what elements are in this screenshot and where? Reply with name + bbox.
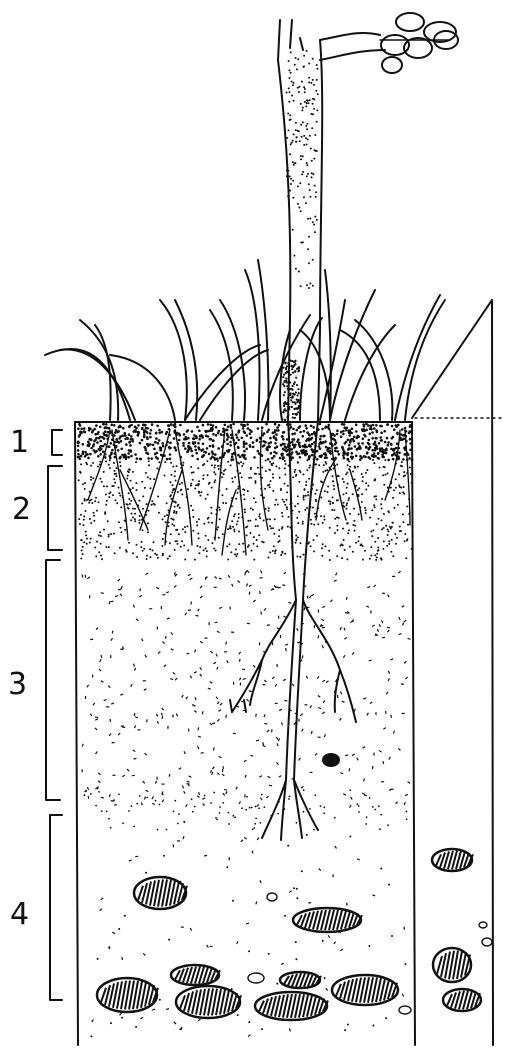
rocks: [97, 849, 481, 1020]
bracket-horizon-4: [50, 815, 62, 1000]
bracket-horizon-1: [52, 430, 62, 455]
horizon-label-4: 4: [10, 900, 29, 930]
horizon-label-3: 3: [8, 670, 27, 700]
bracket-horizon-3: [46, 560, 60, 800]
trunk-base-shading: [282, 359, 301, 421]
horizon-label-2: 2: [12, 495, 31, 525]
horizon-brackets: [46, 430, 62, 1000]
tree-leaves: [380, 13, 458, 73]
grass-blades: [45, 260, 445, 420]
soil-profile-box: [75, 300, 505, 1045]
soil-stipple: [77, 423, 414, 1038]
grass-roots: [88, 430, 410, 555]
horizon-label-1: 1: [10, 428, 29, 458]
bracket-horizon-2: [48, 466, 62, 550]
